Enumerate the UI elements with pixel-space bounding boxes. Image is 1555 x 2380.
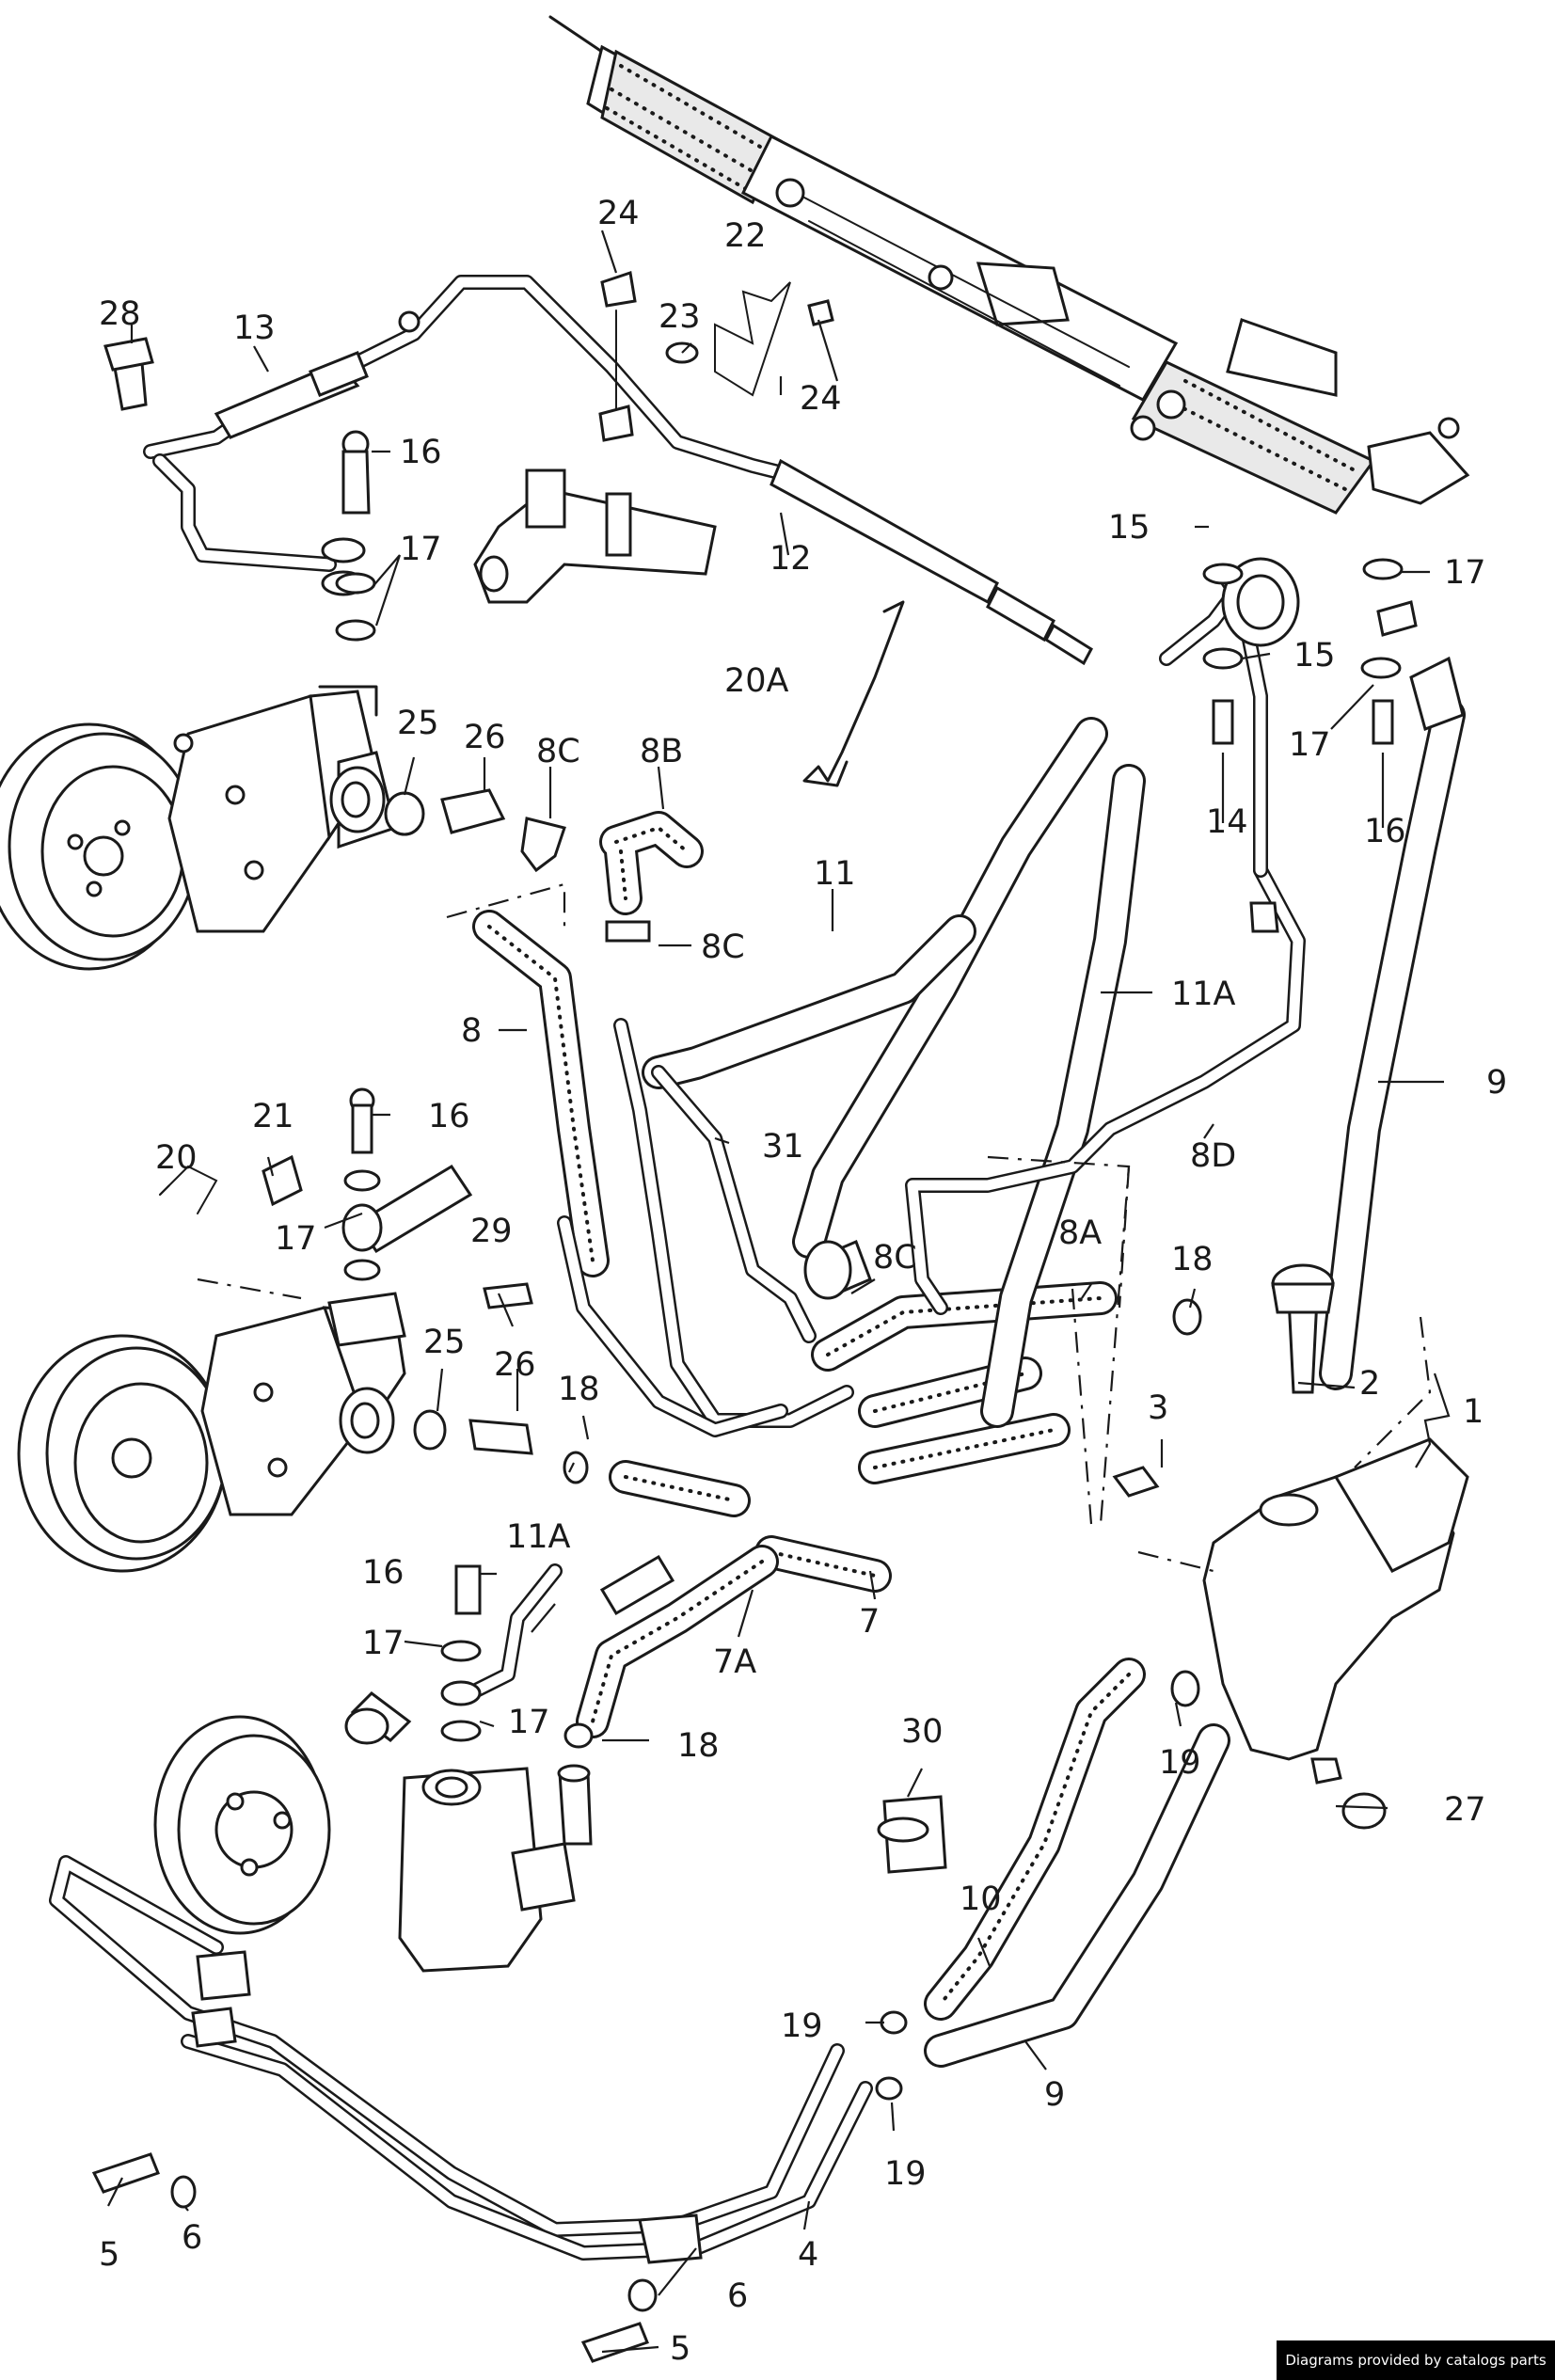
callout-8C-3: 8C (873, 1239, 917, 1277)
assembly-lines (197, 882, 1432, 1573)
callout-4: 4 (798, 2236, 818, 2274)
callout-7: 7 (859, 1603, 880, 1641)
callout-22: 22 (724, 217, 767, 255)
callout-3: 3 (1148, 1389, 1168, 1427)
callout-25a: 25 (397, 705, 439, 742)
callout-18c: 18 (677, 1727, 720, 1765)
leader-lines (107, 230, 1451, 2354)
callout-26b: 26 (494, 1346, 536, 1384)
callout-12: 12 (770, 540, 812, 578)
callout-17f: 17 (508, 1704, 550, 1741)
callout-16c: 16 (428, 1098, 470, 1135)
callout-17c: 17 (1289, 726, 1331, 764)
callout-19a: 19 (1159, 1744, 1201, 1782)
callout-24b: 24 (800, 380, 842, 418)
rigid-pipes (463, 557, 1465, 1701)
callout-8A: 8A (1058, 1214, 1102, 1252)
callout-5b: 5 (670, 2330, 690, 2368)
callout-8D: 8D (1190, 1137, 1236, 1175)
callout-10: 10 (960, 1880, 1002, 1918)
callout-5a: 5 (99, 2236, 119, 2274)
callout-2: 2 (1359, 1365, 1380, 1403)
credit-banner: Diagrams provided by catalogs parts (1277, 2340, 1555, 2380)
callout-18a: 18 (1171, 1241, 1214, 1278)
hoses (472, 698, 1466, 2068)
callout-15a: 15 (1108, 509, 1150, 547)
callout-17a: 17 (400, 531, 442, 568)
callout-25b: 25 (423, 1324, 466, 1361)
callout-24a: 24 (597, 195, 640, 232)
callout-17d: 17 (275, 1220, 317, 1258)
mounting-bracket (473, 271, 717, 604)
callout-8C-1: 8C (536, 733, 580, 770)
callout-16b: 16 (1364, 813, 1406, 850)
callout-18b: 18 (558, 1371, 600, 1408)
callout-11A-1: 11A (1171, 976, 1236, 1013)
callout-23: 23 (658, 298, 701, 336)
callout-6a: 6 (182, 2219, 202, 2257)
callout-11A-2: 11A (506, 1518, 571, 1556)
callout-1: 1 (1463, 1393, 1484, 1431)
callout-8: 8 (461, 1012, 482, 1050)
callout-8B: 8B (640, 733, 683, 770)
pump-middle (17, 1292, 406, 1573)
callout-13: 13 (233, 309, 276, 347)
callout-labels: 1 2 3 4 5 5 6 6 7 7A 8 8A 8B 8C 8C 8C 8D… (99, 195, 1507, 2368)
callout-31: 31 (762, 1128, 804, 1166)
callout-8C-2: 8C (701, 928, 745, 966)
callout-28: 28 (99, 295, 141, 333)
wire-clip-20A (802, 600, 905, 787)
callout-30: 30 (901, 1713, 944, 1751)
callout-11: 11 (814, 855, 856, 893)
callout-9a: 9 (1486, 1064, 1507, 1102)
callout-20: 20 (155, 1139, 198, 1177)
steering-rack (548, 15, 1470, 515)
fasteners (91, 430, 1404, 2363)
callout-17e: 17 (362, 1625, 405, 1662)
callout-19b: 19 (781, 2007, 823, 2045)
callout-27: 27 (1444, 1791, 1486, 1829)
pressure-line-12-13 (103, 275, 1093, 666)
callout-17b: 17 (1444, 554, 1486, 592)
callout-20A: 20A (724, 662, 789, 700)
pump-upper (0, 685, 397, 971)
callout-14: 14 (1206, 803, 1248, 841)
callout-26a: 26 (464, 719, 506, 756)
callout-21: 21 (252, 1098, 294, 1135)
callout-15b: 15 (1293, 637, 1336, 674)
callout-29: 29 (470, 1213, 513, 1250)
callout-16a: 16 (400, 434, 442, 471)
callout-19c: 19 (884, 2155, 927, 2193)
pump-lower (153, 1691, 593, 1973)
callout-16d: 16 (362, 1554, 405, 1592)
reservoir (1112, 1263, 1469, 1830)
callout-9b: 9 (1044, 2076, 1065, 2114)
callout-7A: 7A (713, 1643, 756, 1681)
callout-6b: 6 (727, 2277, 748, 2315)
